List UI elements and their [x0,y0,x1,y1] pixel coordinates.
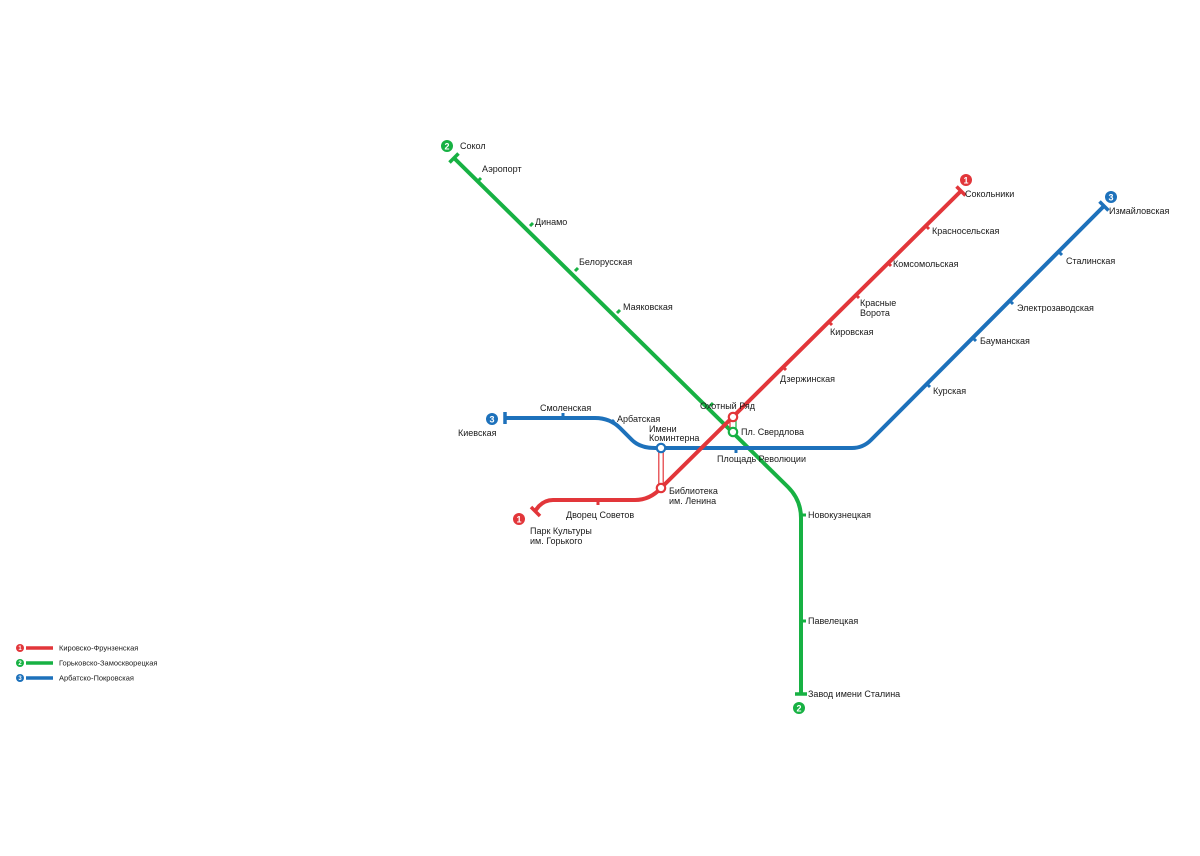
tick-baumanskaya [971,336,978,343]
terminal-bar-park-kultury [529,505,542,518]
tick-stalinskaya [1057,250,1064,257]
tick-okhotny-ryad-green [708,401,715,408]
station-label-mayakovskaya: Маяковская [623,302,673,312]
station-label-krasnye-vorota-1: Красные [860,298,896,308]
station-label-ploshchad-revolyutsii: Площадь Революции [717,454,806,464]
line-badge-zavod-stalina [793,702,805,714]
transfers [655,411,739,494]
station-label-park-kultury-2: им. Горького [530,536,582,546]
station-label-paveletskaya: Павелецкая [808,616,858,626]
legend-badge-number: 3 [18,676,22,682]
station-label-baumanskaya: Бауманская [980,336,1030,346]
terminal-bar-sokolniki [955,185,967,197]
terminal-badges: 2 2 1 1 3 3 [441,140,1117,714]
terminal-bar-izmaylovskaya [1098,200,1110,212]
station-label-kievskaya: Киевская [458,428,497,438]
station-label-elektrozavodskaya: Электрозаводская [1017,303,1094,313]
station-labels: Сокол Аэропорт Динамо Белорусская Маяков… [458,141,1169,699]
station-label-belorusskaya: Белорусская [579,257,632,267]
tick-komsomolskaya [886,261,893,268]
station-label-sokolniki: Сокольники [965,189,1014,199]
line-badge-park-kultury [513,513,525,525]
station-label-komsomolskaya: Комсомольская [893,259,959,269]
station-label-zavod-stalina: Завод имени Сталина [808,689,900,699]
transfer-pl-sverdlova [727,426,739,438]
station-label-biblioteka-2: им. Ленина [669,496,716,506]
station-label-dinamo: Динамо [535,217,567,227]
line-badge-number: 2 [444,142,449,152]
tick-dinamo [528,221,535,228]
line-1-red [529,185,967,518]
tick-arbatskaya [609,418,616,425]
legend-item-line-3: 3 Арбатско-Покровская [16,674,134,683]
legend-item-line-1: 1 Кировско-Фрунзенская [16,644,138,653]
line-3-track [505,204,1106,450]
legend-badge-number: 1 [18,646,22,652]
station-label-dzerzhinskaya: Дзержинская [780,374,835,384]
tick-mayakovskaya [615,308,622,315]
legend-badge [16,644,24,652]
tick-kirovskaya [827,320,834,327]
station-label-pl-sverdlova: Пл. Свердлова [741,427,804,437]
tick-krasnye-vorota [854,293,861,300]
transfer-okhotny-ryad [727,411,739,423]
tick-aeroport [476,176,483,183]
line-3-blue [503,200,1110,453]
station-label-sokol: Сокол [460,141,486,151]
line-badge-izmaylovskaya [1105,191,1117,203]
station-label-krasnoselskaya: Красносельская [932,226,1000,236]
tick-krasnoselskaya [924,224,931,231]
station-label-okhotny-ryad: Охотный Ряд [700,401,756,411]
transfer-biblioteka [655,482,667,494]
tick-dzerzhinskaya [781,365,788,372]
station-label-kurskaya: Курская [933,386,966,396]
station-label-biblioteka-1: Библиотека [669,486,718,496]
station-label-aeroport: Аэропорт [482,164,522,174]
station-label-novokuznetskaya: Новокузнецкая [808,510,871,520]
line-1-track [533,189,963,513]
transfer-imeni-kominterna [655,442,667,454]
line-2-green [448,152,807,696]
legend-badge-number: 2 [18,661,22,667]
station-label-stalinskaya: Сталинская [1066,256,1115,266]
station-label-arbatskaya: Арбатская [617,414,660,424]
station-label-park-kultury-1: Парк Культуры [530,526,592,536]
line-badge-sokol [441,140,453,152]
transfer-link-kominterna-biblioteka [658,448,664,488]
terminal-bar-sokol [448,152,460,164]
legend-item-line-2: 2 Горьковско-Замоскворецкая [16,659,157,668]
line-badge-number: 1 [516,515,521,525]
line-2-track [452,156,803,694]
tick-elektrozavodskaya [1008,299,1015,306]
station-label-imeni-kominterna-1: Имени [649,424,677,434]
legend-label: Кировско-Фрунзенская [59,644,138,653]
line-badge-number: 2 [796,704,801,714]
line-badge-number: 3 [1108,193,1113,203]
station-label-dvorets-sovetov: Дворец Советов [566,510,634,520]
line-badge-number: 1 [963,176,968,186]
legend: 1 Кировско-Фрунзенская 2 Горьковско-Замо… [16,644,157,683]
legend-badge [16,674,24,682]
station-label-krasnye-vorota-2: Ворота [860,308,890,318]
station-label-izmaylovskaya: Измайловская [1109,206,1169,216]
tick-belorusskaya [573,266,580,273]
line-badge-kievskaya [486,413,498,425]
station-label-smolenskaya: Смоленская [540,403,591,413]
line-badge-number: 3 [489,415,494,425]
tick-kurskaya [925,382,932,389]
station-label-kirovskaya: Кировская [830,327,874,337]
legend-badge [16,659,24,667]
line-badge-sokolniki [960,174,972,186]
station-label-imeni-kominterna-2: Коминтерна [649,433,699,443]
legend-label: Арбатско-Покровская [59,674,134,683]
legend-label: Горьковско-Замоскворецкая [59,659,157,668]
